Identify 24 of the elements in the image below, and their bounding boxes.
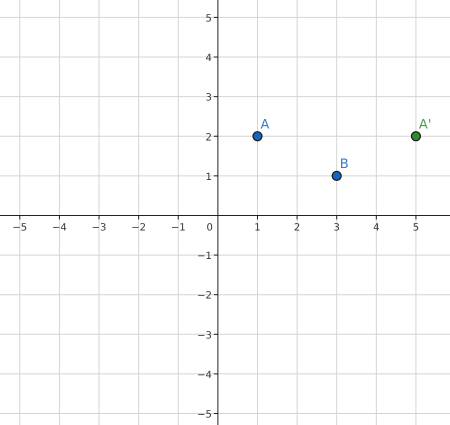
tick-label: 3 bbox=[334, 222, 340, 234]
tick-label: 3 bbox=[206, 92, 212, 104]
tick-label: −4 bbox=[197, 370, 212, 381]
tick-label: −3 bbox=[197, 330, 212, 342]
tick-label: 2 bbox=[294, 222, 300, 234]
point-label: A bbox=[260, 117, 270, 132]
tick-label: 1 bbox=[254, 222, 261, 234]
tick-label: −5 bbox=[197, 410, 212, 421]
origin-label: 0 bbox=[206, 222, 213, 234]
tick-label: −1 bbox=[197, 251, 212, 262]
tick-label: −3 bbox=[92, 222, 106, 234]
tick-label: −4 bbox=[52, 222, 67, 234]
tick-label: −5 bbox=[12, 222, 28, 234]
point-label: B bbox=[340, 156, 349, 172]
tick-label: 4 bbox=[373, 222, 380, 234]
point-label: A' bbox=[418, 117, 432, 132]
tick-label: 2 bbox=[206, 132, 212, 144]
tick-label: −1 bbox=[170, 222, 186, 234]
tick-label: 4 bbox=[206, 53, 212, 64]
tick-label: 5 bbox=[412, 222, 420, 234]
tick-label: −2 bbox=[131, 222, 146, 234]
tick-label: 1 bbox=[206, 172, 212, 183]
tick-label: 5 bbox=[206, 13, 212, 24]
tick-label: −2 bbox=[197, 290, 212, 302]
